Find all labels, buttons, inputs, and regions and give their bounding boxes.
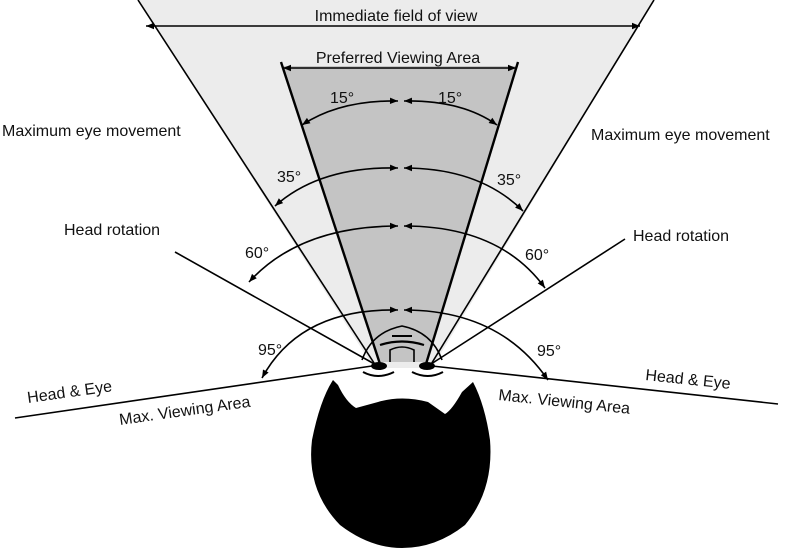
arc-95-left: [261, 306, 399, 379]
angle-95-right-label: 95°: [537, 343, 561, 360]
arc-60-right: [403, 222, 546, 289]
head-silhouette: [311, 380, 491, 548]
face-outline: [361, 325, 443, 362]
left-eyelid: [362, 371, 395, 377]
arc-95-right: [403, 306, 549, 381]
head-eye-right-label: Head & Eye: [645, 367, 732, 393]
arc-60-left: [248, 222, 399, 283]
angle-95-left-label: 95°: [258, 342, 282, 359]
outer-cone-right-edge: [429, 0, 655, 367]
angle-15-left-label: 15°: [330, 90, 354, 107]
angle-60-right-label: 60°: [525, 247, 549, 264]
max-viewing-left-label: Max. Viewing Area: [118, 394, 251, 429]
right-eyelid: [411, 371, 444, 377]
arc-15-right: [403, 97, 498, 126]
head-rotation-left-label: Head rotation: [64, 222, 160, 239]
angle-60-left-label: 60°: [245, 245, 269, 262]
left-eye: [371, 362, 387, 370]
head-rotation-right-label: Head rotation: [633, 228, 729, 245]
arc-15-left: [301, 97, 399, 126]
immediate-field-label: Immediate field of view: [315, 8, 478, 25]
max-eye-movement-right-label: Maximum eye movement: [591, 127, 770, 144]
preferred-viewing-region: [281, 66, 518, 362]
outer-cone-left-edge: [137, 0, 377, 367]
preferred-viewing-label: Preferred Viewing Area: [316, 50, 480, 67]
head-eye-left-label: Head & Eye: [26, 378, 113, 407]
arc-35-left: [274, 164, 399, 207]
angle-35-left-label: 35°: [277, 169, 301, 186]
max-eye-movement-left-label: Maximum eye movement: [2, 123, 181, 140]
arc-35-right: [403, 164, 524, 212]
max-viewing-right-label: Max. Viewing Area: [498, 387, 631, 418]
angle-35-right-label: 35°: [497, 172, 521, 189]
right-eye: [419, 362, 435, 370]
angle-15-right-label: 15°: [438, 90, 462, 107]
